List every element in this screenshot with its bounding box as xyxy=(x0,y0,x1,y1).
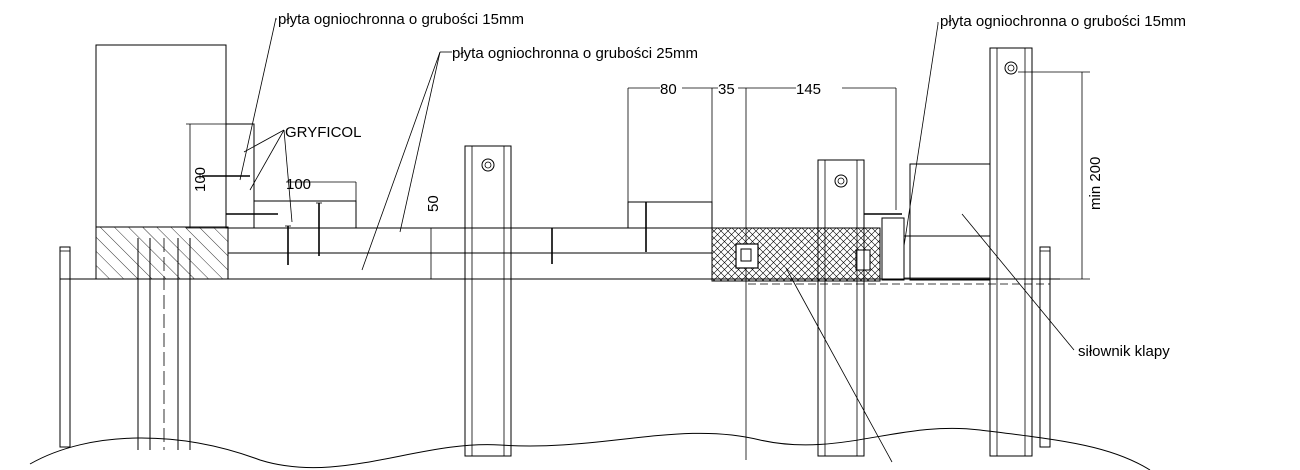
dim-min200: min 200 xyxy=(1087,157,1104,210)
leader-actuator xyxy=(961,213,1075,351)
leader-board15-left xyxy=(239,17,277,181)
damper-clip xyxy=(735,243,759,269)
break-line xyxy=(29,427,1151,470)
dim-100-vertical: 100 xyxy=(192,167,209,192)
leader-board25 xyxy=(361,51,452,271)
left-wall-block xyxy=(95,44,227,228)
leader-gryficol xyxy=(243,129,293,223)
label-board15-right: płyta ogniochronna o grubości 15mm xyxy=(940,13,1186,30)
post-right xyxy=(817,159,865,457)
dim-80: 80 xyxy=(660,81,677,98)
damper-clip-2 xyxy=(855,249,871,271)
label-actuator: siłownik klapy xyxy=(1078,343,1170,360)
leader-board15-right xyxy=(903,22,939,247)
leader-seal xyxy=(785,267,893,463)
actuator-housing xyxy=(909,163,991,281)
post-middle xyxy=(464,145,512,457)
screw-horizontal-2 xyxy=(225,211,278,217)
post-right-thin xyxy=(1039,246,1051,448)
upper-board xyxy=(627,201,713,229)
dim-35: 35 xyxy=(718,81,735,98)
label-board15-left: płyta ogniochronna o grubości 15mm xyxy=(278,11,524,28)
label-gryficol: GRYFICOL xyxy=(285,124,361,141)
left-hatched-base xyxy=(95,226,229,280)
dim-145: 145 xyxy=(796,81,821,98)
screw-vertical-2 xyxy=(316,202,322,256)
right-fire-board xyxy=(881,217,905,281)
label-board25: płyta ogniochronna o grubości 25mm xyxy=(452,45,698,62)
post-far-right xyxy=(989,47,1033,457)
dim-100-horizontal: 100 xyxy=(286,176,311,193)
dim-50: 50 xyxy=(425,195,442,212)
screw-horizontal-1 xyxy=(199,173,250,179)
post-left-double xyxy=(137,238,191,450)
damper-seal-crosshatch xyxy=(711,227,881,282)
screw-vertical-1 xyxy=(285,225,291,265)
post-left-thin xyxy=(59,246,71,448)
